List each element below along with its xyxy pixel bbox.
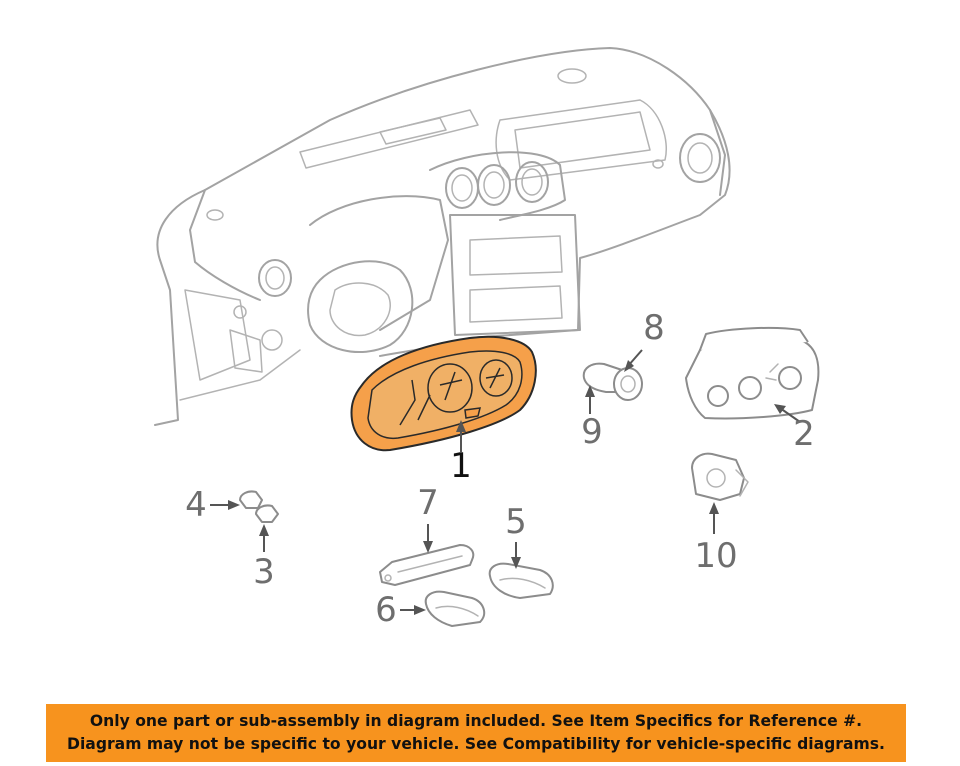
callout-10: 10 [694,536,738,576]
callout-6: 6 [375,590,397,630]
trim-panel-part[interactable] [379,544,475,586]
callout-5: 5 [505,502,527,542]
bracket-part[interactable] [691,452,749,501]
disclaimer-line-1: Only one part or sub-assembly in diagram… [89,712,863,730]
bulb-part-4[interactable] [239,490,263,509]
callout-4: 4 [185,485,207,525]
callout-9: 9 [581,412,603,452]
callout-7: 7 [417,483,439,523]
callout-2: 2 [793,414,815,454]
dashboard-outline [154,47,731,426]
instrument-cluster-part[interactable] [350,335,537,452]
cover-part-6[interactable] [424,590,486,627]
disclaimer-line-2: Diagram may not be specific to your vehi… [67,735,885,753]
disclaimer-banner: Only one part or sub-assembly in diagram… [46,704,906,762]
callout-1: 1 [450,446,472,486]
callout-arrows [210,349,801,615]
bulb-part-3[interactable] [255,504,279,523]
callout-8: 8 [643,308,665,348]
cover-part-5[interactable] [488,562,554,599]
climate-control-part[interactable] [685,326,820,420]
callout-3: 3 [253,552,275,592]
